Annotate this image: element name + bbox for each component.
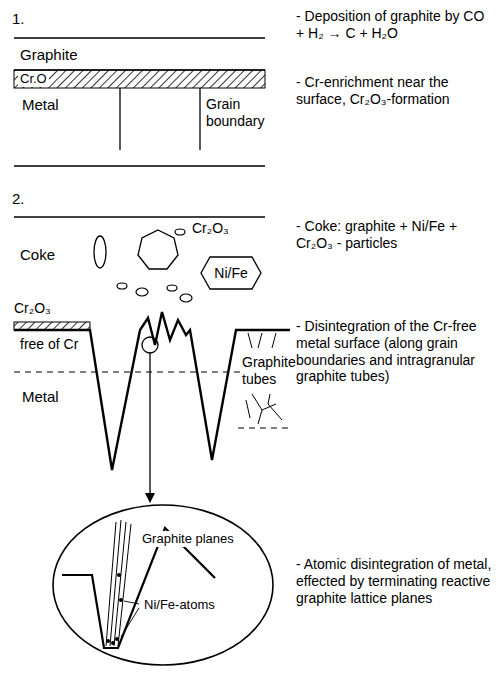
coke-particle — [117, 283, 127, 289]
leader-line — [124, 601, 139, 604]
note-text: - Cr-enrichment near the surface, Cr₂O₃-… — [296, 74, 496, 108]
ni-fe-atoms — [106, 573, 123, 645]
magnified-inset-outline — [52, 504, 274, 666]
cr-free-boundary — [14, 371, 265, 372]
node-label: Ni/Fe — [214, 265, 247, 282]
layer-label: Cr.O — [18, 71, 49, 87]
layer-label: Coke — [20, 246, 55, 264]
metal-surface — [14, 312, 290, 470]
graphite-tube — [248, 333, 276, 348]
atom-dot — [115, 637, 119, 641]
note-text: - Disintegration of the Cr-free metal su… — [296, 318, 496, 385]
graphite-plane — [118, 524, 131, 646]
layer-label: Metal — [22, 96, 59, 114]
note-text: - Atomic disintegration of metal, effect… — [296, 556, 496, 606]
coke-particle — [94, 236, 106, 268]
zone-label: free of Cr — [20, 336, 78, 353]
magnifier-circle — [142, 337, 158, 353]
metal-surface-line — [14, 69, 265, 71]
coke-top-line — [14, 216, 265, 218]
atom-leaders — [121, 601, 139, 637]
grain-boundary-line — [199, 88, 200, 150]
inset-label: Graphite planes — [140, 531, 236, 547]
graphite-tube — [246, 394, 282, 424]
feature-label: Graphite tubes — [240, 354, 304, 388]
tube-depth-line — [238, 427, 290, 428]
ellipse-shape — [53, 505, 273, 665]
inset-label: Ni/Fe-atoms — [142, 597, 217, 613]
atom-dot — [117, 573, 121, 577]
particle-label: Cr₂O₃ — [192, 220, 229, 237]
grain-boundary-line — [119, 88, 120, 150]
note-text: - Deposition of graphite by CO + H₂ → C … — [296, 8, 496, 42]
coke-particle — [138, 230, 178, 269]
magnifier-arrow — [149, 353, 150, 502]
atom-dot — [119, 598, 123, 602]
feature-label: Grain boundary — [206, 96, 264, 130]
panel-number: 2. — [12, 190, 25, 208]
layer-label: Cr₂O₃ — [14, 300, 51, 317]
panel-number: 1. — [12, 10, 25, 28]
note-text: - Coke: graphite + Ni/Fe + Cr₂O₃ - parti… — [296, 218, 496, 252]
leader-line — [121, 608, 139, 637]
hexagon-shape — [201, 257, 261, 289]
coke-particle — [175, 229, 185, 235]
metal-bottom-line — [14, 165, 265, 167]
coke-particle — [180, 294, 192, 302]
coke-particle — [167, 285, 177, 291]
magnified-inset: Graphite planesNi/Fe-atoms — [52, 504, 274, 666]
atom-dot — [106, 639, 110, 643]
graphite-plane — [106, 522, 116, 646]
atom-dot — [111, 641, 115, 645]
particle-hexagon: Ni/Fe — [200, 256, 262, 290]
cr-oxide-band — [14, 70, 265, 88]
graphite-top-line — [14, 37, 265, 39]
coke-particle — [136, 288, 148, 296]
layer-label: Graphite — [20, 46, 78, 64]
layer-label: Metal — [22, 388, 59, 406]
